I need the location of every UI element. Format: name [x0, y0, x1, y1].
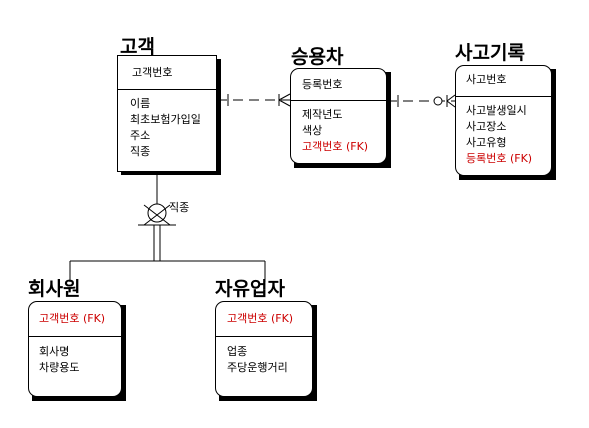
car-entity-title: 승용차 [291, 46, 344, 68]
accident-divider [456, 96, 551, 97]
selfemployed-pk-fk: 고객번호 (FK) [227, 312, 294, 325]
selfemployed-entity[interactable]: 고객번호 (FK) 업종 주당운행거리 [215, 301, 313, 397]
employee-divider [29, 336, 121, 337]
employee-pk-fk: 고객번호 (FK) [39, 312, 106, 325]
car-pk: 등록번호 [302, 78, 343, 91]
customer-attr-job: 직종 [130, 145, 151, 158]
accident-entity-title: 사고기록 [455, 42, 525, 64]
selfemployed-attr-weekly-distance: 주당운행거리 [227, 361, 288, 374]
customer-entity-title: 고객 [120, 36, 155, 58]
customer-divider [118, 89, 216, 90]
employee-attr-company: 회사명 [39, 345, 70, 358]
employee-entity-title: 회사원 [28, 278, 81, 300]
customer-entity[interactable]: 고객번호 이름 최초보험가입일 주소 직종 [117, 55, 217, 172]
car-entity[interactable]: 등록번호 제작년도 색상 고객번호 (FK) [290, 68, 387, 164]
accident-attr-place: 사고장소 [466, 120, 507, 133]
employee-entity[interactable]: 고객번호 (FK) 회사명 차량용도 [28, 301, 122, 397]
employee-attr-vehicle-use: 차량용도 [39, 361, 80, 374]
customer-attr-first-insured: 최초보험가입일 [130, 113, 201, 126]
accident-pk: 사고번호 [466, 73, 507, 86]
selfemployed-attr-industry: 업종 [227, 345, 248, 358]
subtype-connector [69, 172, 266, 282]
accident-entity[interactable]: 사고번호 사고발생일시 사고장소 사고유형 등록번호 (FK) [455, 65, 552, 176]
accident-attr-datetime: 사고발생일시 [466, 104, 527, 117]
customer-pk: 고객번호 [132, 66, 173, 79]
customer-attr-address: 주소 [130, 129, 151, 142]
accident-attr-type: 사고유형 [466, 136, 507, 149]
car-divider [291, 100, 386, 101]
customer-car-relationship [217, 93, 291, 107]
subtype-discriminator-label: 직종 [169, 201, 190, 214]
accident-attr-car-fk: 등록번호 (FK) [466, 152, 533, 165]
car-accident-relationship [387, 94, 456, 108]
car-attr-color: 색상 [302, 124, 323, 137]
car-attr-year: 제작년도 [302, 108, 343, 121]
selfemployed-entity-title: 자유업자 [215, 278, 285, 300]
selfemployed-divider [216, 336, 312, 337]
customer-attr-name: 이름 [130, 97, 151, 110]
car-attr-customer-fk: 고객번호 (FK) [302, 140, 369, 153]
